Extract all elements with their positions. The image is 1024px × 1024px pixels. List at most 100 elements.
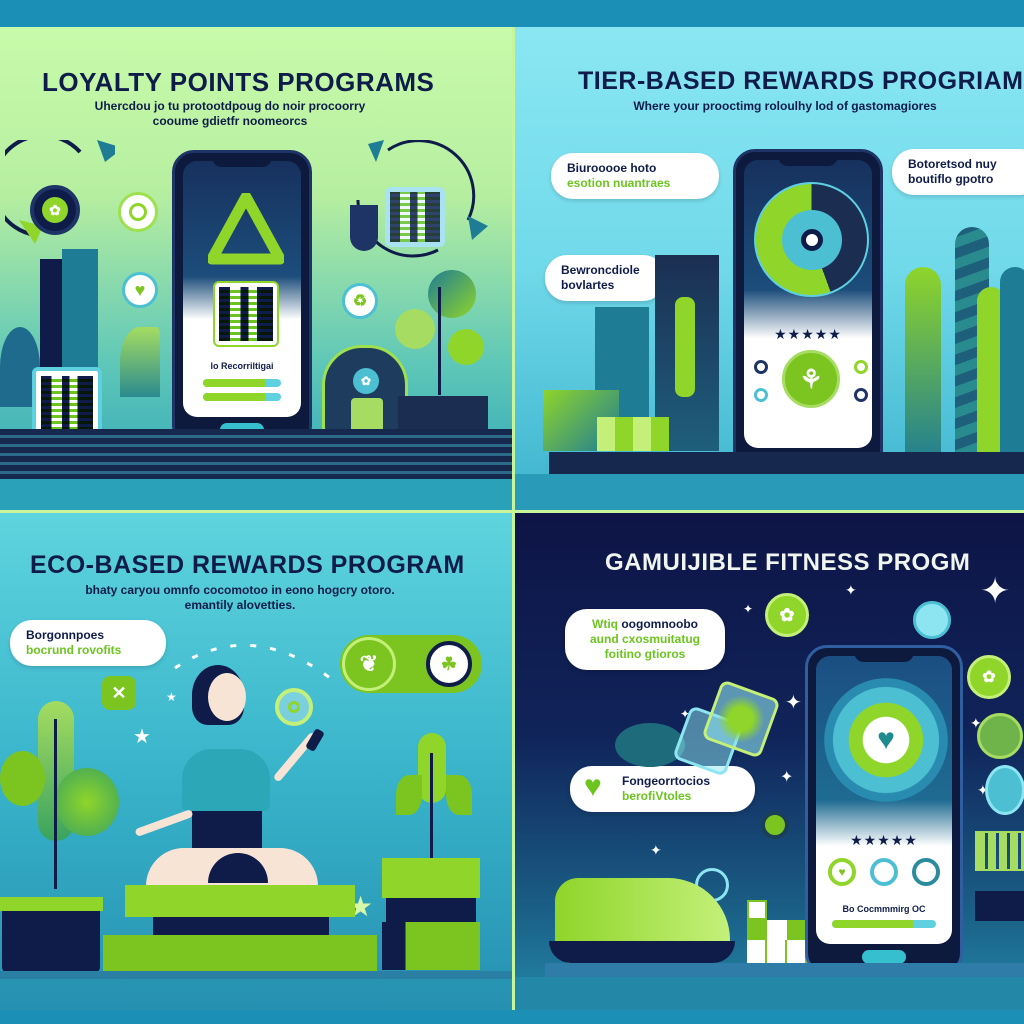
ground-base — [515, 474, 1024, 510]
heart-badge-icon[interactable]: ♥ — [828, 858, 856, 886]
phone-mockup: lo Recorriltigai — [172, 150, 312, 448]
sparkle-icon: ✦ — [743, 602, 754, 616]
bubble-text: bovlartes — [561, 278, 615, 292]
sparkle-icon: ✦ — [650, 842, 662, 858]
platform-middle — [153, 917, 329, 935]
phone-mockup: ♥ ★★★★★ ♥ Bo Cocmmmirg OC — [805, 645, 963, 975]
leaf-badge-icon: ✿ — [30, 185, 80, 235]
subtitle-line: cooume gdietfr noomeorcs — [152, 114, 308, 128]
panel-divider-horizontal — [0, 510, 1024, 513]
ground-base — [0, 479, 512, 510]
qr-code-icon — [213, 281, 279, 347]
sparkle-icon: ✦ — [780, 769, 794, 786]
sprout-icon: ⚘ — [782, 350, 840, 408]
dot-icon — [754, 388, 768, 402]
water-coin-icon — [913, 601, 951, 639]
heart-ring-icon: ♥ — [824, 678, 948, 802]
panel-subtitle: Uhercdou jo tu protootdpoug do noir proc… — [40, 99, 420, 129]
bubble-text: Wtiq oogomnoobo — [592, 617, 698, 631]
building-shape — [597, 417, 669, 451]
recycle-triangle-icon — [208, 193, 284, 265]
phone-notch — [854, 648, 914, 662]
panel-title: TIER-BASED REWARDS PROGRIAM — [578, 67, 1024, 95]
bubble-text: foitino gtioros — [604, 647, 686, 661]
badge-icon — [985, 765, 1024, 815]
coin-icon: ✿ — [765, 593, 809, 637]
dot-icon — [761, 811, 789, 839]
bottom-frame-bar — [0, 1010, 1024, 1024]
panel-subtitle: Where your prooctimg roloulhy lod of gas… — [633, 99, 937, 113]
bubble-text: Borgonnpoes — [26, 628, 104, 642]
leaf-shape — [120, 327, 160, 397]
phone-caption: Bo Cocmmmirg OC — [842, 904, 926, 914]
target-badge-icon — [118, 192, 158, 232]
plant-leaf — [905, 267, 941, 467]
bubble-text: boutiflo gpotro — [908, 172, 994, 186]
platform-bottom — [103, 935, 377, 971]
battery-shape — [351, 398, 383, 434]
plant-stem — [438, 287, 441, 395]
plant-leaf — [1000, 267, 1024, 467]
leaf-heart-badge-icon: ❦ — [342, 637, 396, 691]
bubble-text: Fongeorrtocios — [622, 774, 711, 788]
panel-title: LOYALTY POINTS PROGRAMS — [42, 67, 435, 97]
speech-bubble: Wtiq oogomnoobo aund cxosmuitatug foitin… — [565, 609, 725, 670]
heart-icon: ♥ — [584, 770, 602, 803]
phone-home-button[interactable] — [862, 950, 906, 964]
sparkle-icon: ✦ — [785, 692, 802, 714]
panel-fitness: GAMUIJIBLE FITNESS PROGM Wtiq oogomnoobo… — [515, 513, 1024, 1010]
dot-icon — [754, 360, 768, 374]
panel-title: GAMUIJIBLE FITNESS PROGM — [605, 549, 971, 576]
plant-leaf — [396, 775, 422, 815]
plant-leaf — [0, 751, 45, 806]
ground-base — [515, 977, 1024, 1010]
panel-subtitle: bhaty caryou omnfo cocomotoo in eono hog… — [30, 583, 450, 613]
sparkle-icon: ✦ — [845, 582, 857, 598]
pot-rim — [0, 897, 103, 911]
plant-pot — [2, 911, 100, 973]
bubble-text: berofiVtoles — [622, 789, 692, 803]
phone-icon — [305, 727, 325, 753]
leaf-toggle-pill[interactable]: ❦ ☘ — [340, 635, 482, 693]
planter-box — [398, 396, 488, 434]
coin-icon: ✿ — [967, 655, 1011, 699]
plant-leaf — [448, 329, 484, 365]
subtitle-line: bhaty caryou omnfo cocomotoo in eono hog… — [85, 583, 395, 597]
panel-title: ECO-BASED REWARDS PROGRAM — [30, 551, 465, 579]
mouse-shape — [350, 205, 378, 251]
planter-middle — [386, 898, 476, 922]
ground-stripes — [545, 963, 1024, 977]
phone-caption: lo Recorriltigai — [210, 361, 274, 371]
star-rating: ★★★★★ — [850, 832, 918, 848]
star-icon: ★ — [133, 726, 151, 748]
top-frame-bar — [0, 0, 1024, 27]
tier-ring-chart-icon — [754, 182, 869, 297]
leaf-shape — [615, 723, 685, 767]
ground-stripes — [0, 971, 512, 979]
bubble-text: Biurooooe hoto — [567, 161, 657, 175]
phone-notch — [778, 152, 838, 166]
panel-eco-based: ECO-BASED REWARDS PROGRAM bhaty caryou o… — [0, 513, 512, 1010]
plant-leaf — [428, 270, 476, 318]
ground-stripes — [549, 452, 1024, 474]
dot-icon — [854, 388, 868, 402]
speech-bubble: Bewroncdiole bovlartes — [545, 255, 665, 301]
panel-divider-vertical — [512, 27, 515, 1010]
dotted-arc — [174, 643, 331, 680]
panel-tier-based: TIER-BASED REWARDS PROGRIAM Where your p… — [515, 27, 1024, 510]
sparkle-icon: ✦ — [970, 715, 982, 731]
speech-bubble: ♥ Fongeorrtocios berofiVtoles — [570, 766, 755, 812]
apple-badge-icon[interactable] — [912, 858, 940, 886]
recycle-badge-icon: ♻ — [342, 283, 378, 319]
sparkle-icon: ✦ — [977, 782, 989, 798]
water-badge-icon[interactable] — [870, 858, 898, 886]
subtitle-line: Uhercdou jo tu protootdpoug do noir proc… — [94, 99, 366, 113]
bubble-text: Botoretsod nuy — [908, 157, 997, 171]
qr-code-icon — [32, 367, 102, 439]
plant-leaf — [446, 775, 472, 815]
plant-leaf — [55, 768, 119, 836]
planter-bottom — [382, 922, 480, 970]
target-icon — [275, 688, 313, 726]
plant-leaf — [395, 309, 435, 349]
ground-stripes — [0, 429, 512, 479]
